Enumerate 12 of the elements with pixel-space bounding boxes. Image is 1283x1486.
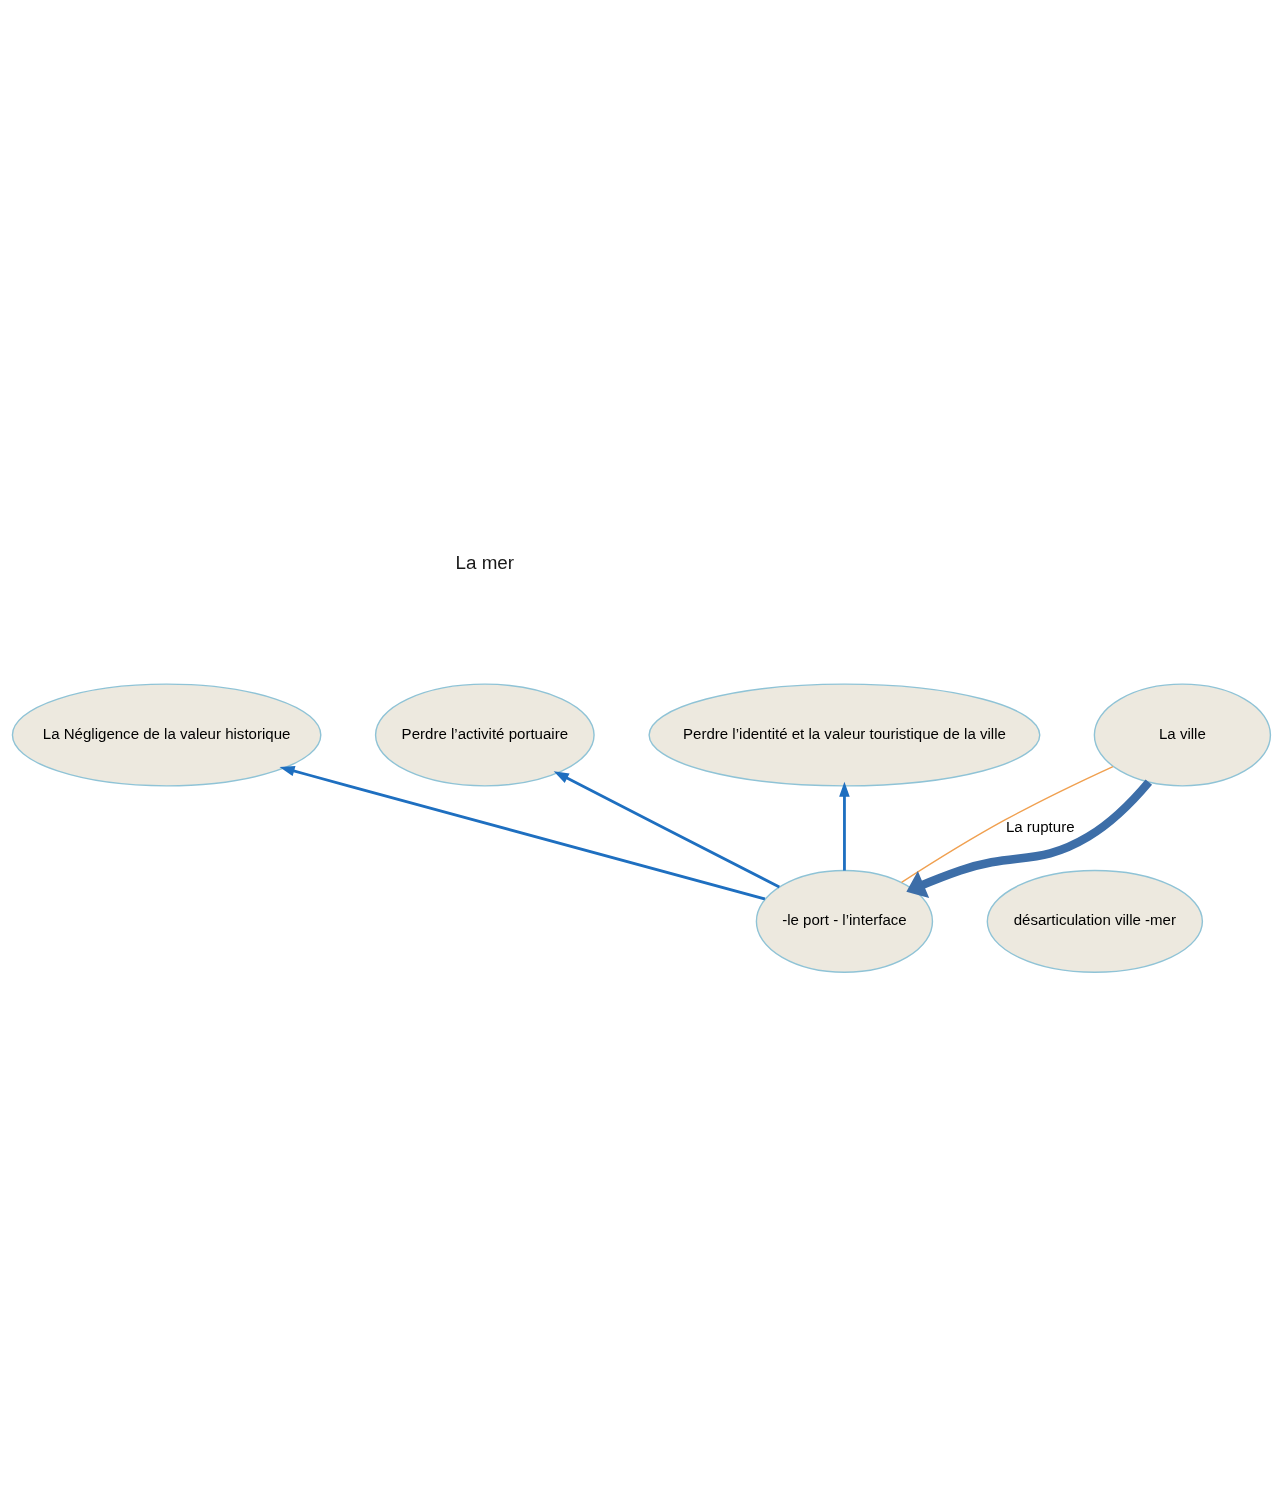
label: La mer <box>455 552 515 574</box>
node-ellipse: désarticulation ville -mer <box>986 869 1204 973</box>
arrow <box>839 781 850 871</box>
node-ellipse: La ville <box>1093 683 1272 787</box>
connector <box>900 765 1114 884</box>
node-ellipse: Perdre l’activité portuaire <box>374 683 595 787</box>
arrow <box>553 771 780 889</box>
arrow <box>906 779 1153 899</box>
edge-label: La rupture <box>1005 817 1075 835</box>
node-ellipse: La Négligence de la valeur historique <box>11 683 322 787</box>
arrow <box>279 765 766 901</box>
node-ellipse: Perdre l’identité et la valeur touristique de la ville <box>648 683 1041 787</box>
